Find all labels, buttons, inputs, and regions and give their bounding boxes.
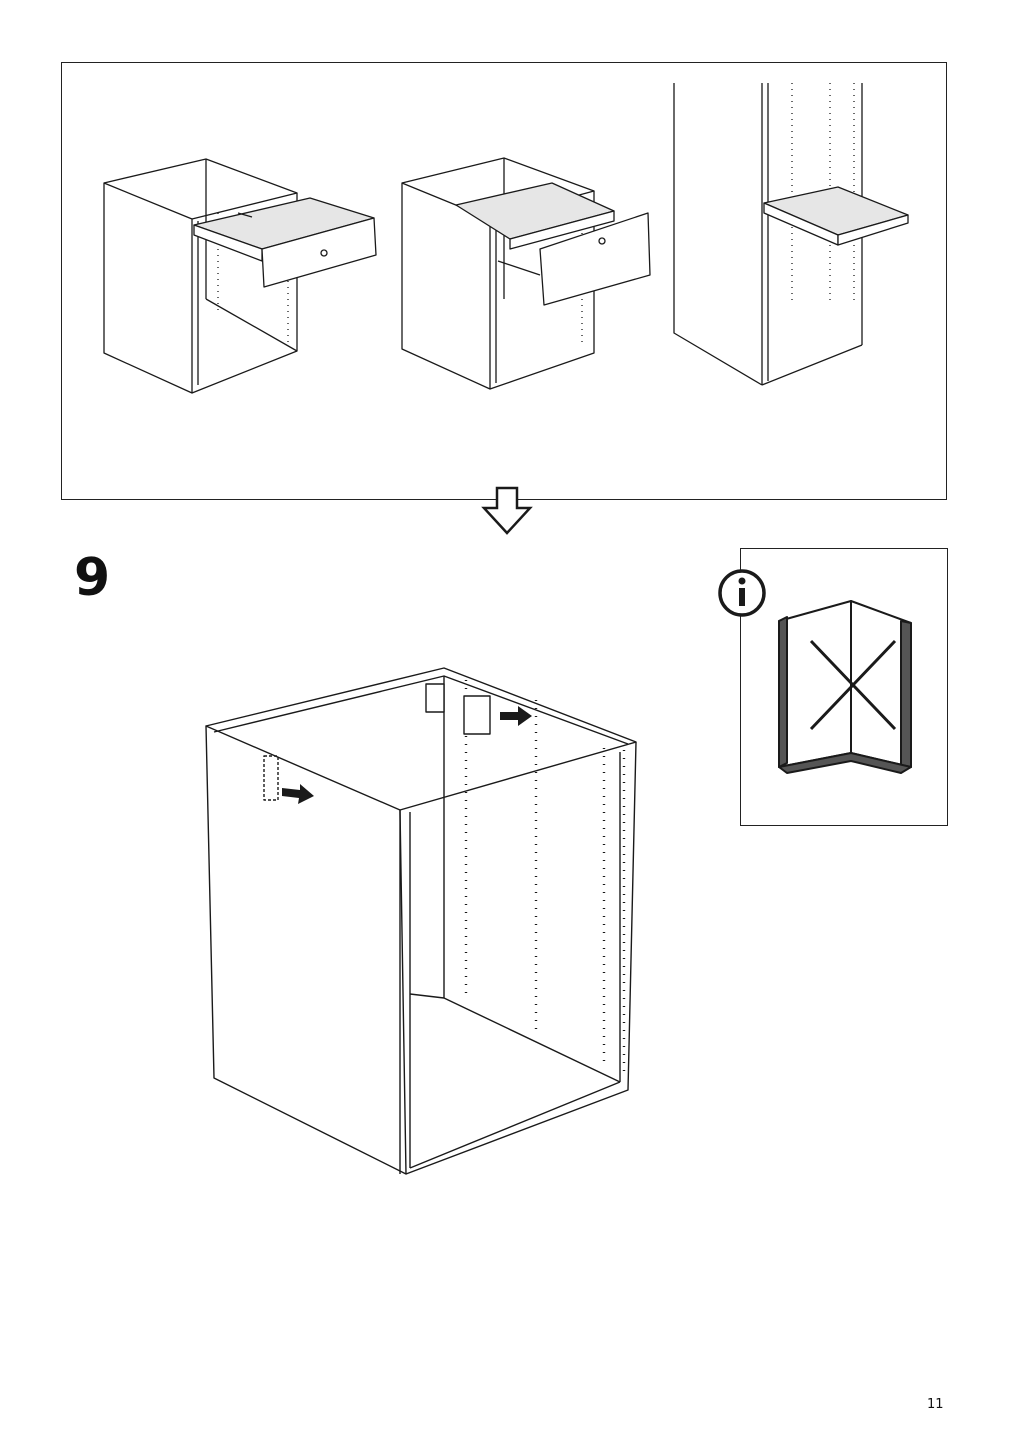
pull-arrow-icon [500, 706, 532, 726]
down-arrow-icon [480, 486, 534, 536]
info-panel [740, 548, 948, 826]
overview-panel [61, 62, 947, 500]
step-number: 9 [74, 548, 111, 608]
pull-arrow-icon [282, 784, 314, 804]
cross-icon [811, 641, 895, 729]
page-number: 11 [927, 1397, 944, 1412]
panel-corner-illustration [775, 597, 915, 777]
cabinet-with-drawer-illustration [62, 63, 948, 501]
info-icon [716, 567, 768, 619]
cabinet-frame-illustration [200, 660, 650, 1190]
